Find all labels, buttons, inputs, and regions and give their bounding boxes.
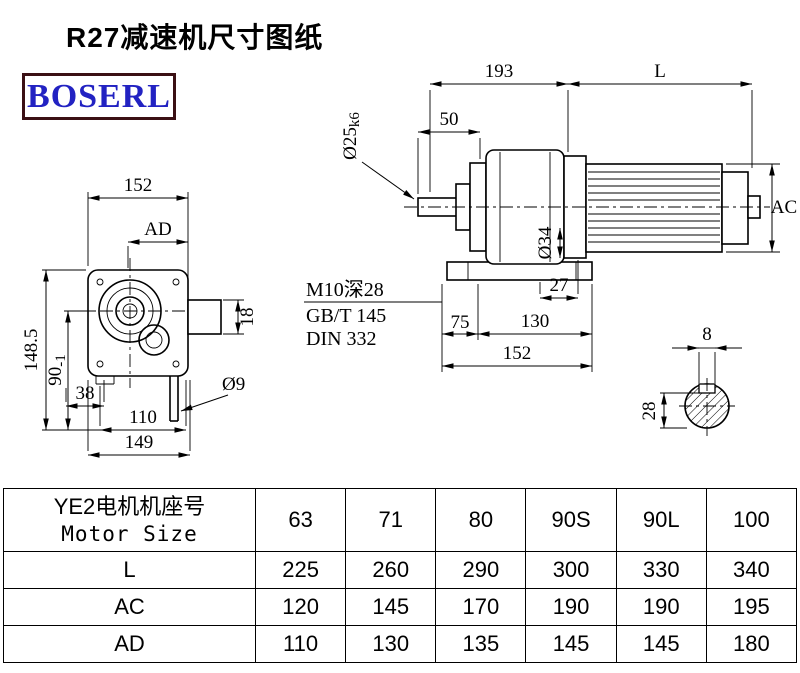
bolt-hole-icon — [172, 360, 180, 368]
bolt-hole-icon — [96, 278, 104, 286]
brand-logo-box: BOSERL — [22, 73, 176, 120]
header-size-col-3: 80 — [435, 488, 527, 552]
dim-18-label: 18 — [237, 308, 258, 327]
cell-AD-1: 110 — [254, 625, 347, 663]
dim-28-label: 28 — [639, 402, 660, 421]
page-title: R27减速机尺寸图纸 — [66, 22, 324, 53]
cell-L-6: 340 — [705, 551, 798, 589]
dim-149-label: 149 — [125, 432, 154, 453]
cell-AC-1: 120 — [254, 588, 347, 626]
cell-L-1: 225 — [254, 551, 347, 589]
cell-L-4: 300 — [525, 551, 617, 589]
standard-din-label: DIN 332 — [306, 328, 377, 350]
shaft-cross-section: 8 28 — [639, 324, 742, 436]
cell-L-3: 290 — [435, 551, 527, 589]
secondary-bore-circle — [138, 324, 170, 356]
cell-AD-5: 145 — [615, 625, 707, 663]
dimension-drawing: 152 AD 148.5 90-1 38 110 — [21, 61, 797, 458]
terminal-box-outline — [187, 299, 222, 335]
header-size-col-2: 71 — [345, 488, 437, 552]
brand-logo-text: BOSERL — [27, 77, 171, 115]
thread-spec-label: M10深28 — [306, 278, 384, 301]
dim-152-top-label: 152 — [124, 175, 153, 196]
dim-130-label: 130 — [521, 311, 550, 332]
dim-152-side-label: 152 — [503, 343, 532, 364]
header-size-col-1: 63 — [254, 488, 347, 552]
motor-end-cap — [721, 171, 749, 245]
cell-AC-3: 170 — [435, 588, 527, 626]
header-size-col-5: 90L — [615, 488, 707, 552]
cell-AD-6: 180 — [705, 625, 798, 663]
header-motor-size-cell: YE2电机机座号 Motor Size — [3, 488, 256, 552]
motor-cooling-fins — [588, 171, 720, 243]
header-motor-size-en: Motor Size — [61, 521, 198, 546]
dim-110-label: 110 — [129, 407, 157, 428]
shaft-bore-circle-inner — [122, 303, 138, 319]
cell-AC-2: 145 — [345, 588, 437, 626]
cell-AD-4: 145 — [525, 625, 617, 663]
table-row-AC: AC 120 145 170 190 190 195 — [3, 588, 798, 626]
table-header-row: YE2电机机座号 Motor Size 63 71 80 90S 90L 100 — [3, 488, 798, 552]
cell-AD-3: 135 — [435, 625, 527, 663]
cell-L-2: 260 — [345, 551, 437, 589]
cell-L-5: 330 — [615, 551, 707, 589]
side-view-dimensions: 193 L 50 Ø25k6 AC Ø34 27 — [340, 61, 797, 372]
table-row-AD: AD 110 130 135 145 145 180 — [3, 625, 798, 663]
shaft-bore-circle — [115, 296, 145, 326]
dim-148-5-label: 148.5 — [21, 329, 42, 372]
dim-shaft-dia-label: Ø25k6 — [340, 112, 363, 160]
dim-key-width-label: 8 — [702, 324, 712, 345]
dim-90-label: 90-1 — [45, 354, 69, 386]
row-label-AD: AD — [3, 625, 256, 663]
row-label-L: L — [3, 551, 256, 589]
dim-L-label: L — [654, 61, 666, 82]
input-bore-circle-inner — [106, 287, 154, 335]
motor-size-table: YE2电机机座号 Motor Size 63 71 80 90S 90L 100… — [3, 488, 798, 663]
header-motor-size-cn: YE2电机机座号 — [53, 494, 206, 520]
dim-ad-label: AD — [144, 219, 171, 240]
dim-75-label: 75 — [451, 312, 470, 333]
thread-note: M10深28 GB/T 145 DIN 332 — [304, 278, 442, 350]
secondary-bore-circle-inner — [145, 331, 163, 349]
dim-38-label: 38 — [76, 383, 95, 404]
row-label-AC: AC — [3, 588, 256, 626]
header-size-col-4: 90S — [525, 488, 617, 552]
bolt-hole-icon — [172, 278, 180, 286]
motor-body — [585, 163, 723, 253]
header-size-col-6: 100 — [705, 488, 798, 552]
cell-AC-4: 190 — [525, 588, 617, 626]
cell-AD-2: 130 — [345, 625, 437, 663]
bolt-hole-icon — [96, 360, 104, 368]
input-bore-circle — [98, 279, 162, 343]
cell-AC-5: 190 — [615, 588, 707, 626]
gearmotor-side-view — [404, 149, 770, 281]
dim-hole-dia-label: Ø9 — [222, 374, 245, 395]
dim-27-label: 27 — [550, 275, 569, 296]
gearbox-front-view — [76, 258, 222, 422]
table-row-L: L 225 260 290 300 330 340 — [3, 551, 798, 589]
front-view-dimensions: 152 AD 148.5 90-1 38 110 — [21, 175, 258, 458]
standard-gb-label: GB/T 145 — [306, 305, 386, 327]
dim-output-dia-label: Ø34 — [535, 226, 556, 259]
dim-193-label: 193 — [485, 61, 514, 82]
dim-ac-label: AC — [771, 197, 797, 218]
cell-AC-6: 195 — [705, 588, 798, 626]
dim-50-label: 50 — [440, 109, 459, 130]
